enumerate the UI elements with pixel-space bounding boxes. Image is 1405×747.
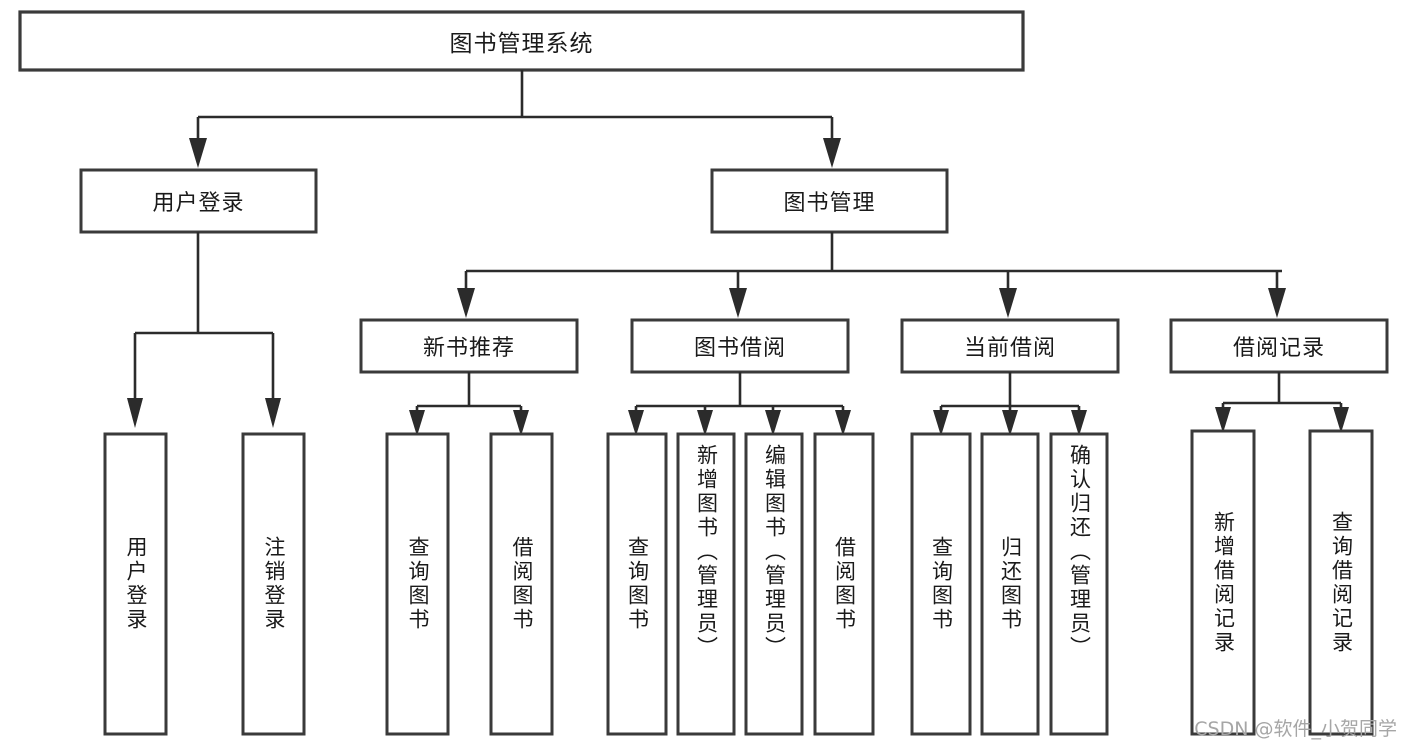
arrowhead-user-login — [189, 138, 207, 168]
node-current-borrow-box[interactable] — [900, 318, 1120, 374]
arrowhead-borrow-leaf-2 — [697, 410, 713, 436]
node-root-box[interactable] — [18, 10, 1025, 72]
node-user-login-box[interactable] — [79, 168, 318, 234]
leaf-box-record-add[interactable] — [1190, 429, 1256, 736]
arrowhead-borrow-leaf-3 — [765, 410, 781, 436]
arrowhead-current-leaf-2 — [1002, 410, 1018, 436]
leaf-box-borrow-edit-book[interactable] — [744, 432, 804, 736]
leaf-box-current-return-book[interactable] — [980, 432, 1040, 736]
node-new-book-recommend-box[interactable] — [359, 318, 579, 374]
node-borrow-record-box[interactable] — [1169, 318, 1389, 374]
arrowhead-borrow-leaf-4 — [835, 410, 851, 436]
node-book-borrow-box[interactable] — [630, 318, 850, 374]
arrowhead-book-borrow — [729, 288, 747, 318]
arrowhead-new-book-recommend — [457, 288, 475, 318]
leaf-box-borrow-add-book[interactable] — [676, 432, 736, 736]
leaf-box-borrow-borrow-book[interactable] — [813, 432, 875, 736]
arrowhead-recommend-leaf-2 — [513, 410, 529, 436]
leaf-box-recommend-query-book[interactable] — [385, 432, 450, 736]
arrowhead-book-mgmt — [823, 138, 841, 168]
arrowhead-record-leaf-1 — [1215, 407, 1231, 433]
arrowhead-record-leaf-2 — [1333, 407, 1349, 433]
arrowhead-borrow-record — [1268, 288, 1286, 318]
leaf-box-current-query-book[interactable] — [910, 432, 972, 736]
leaf-box-current-confirm-return[interactable] — [1049, 432, 1109, 736]
leaf-box-borrow-query-book[interactable] — [606, 432, 668, 736]
arrowhead-current-leaf-1 — [933, 410, 949, 436]
node-book-mgmt-box[interactable] — [710, 168, 949, 234]
arrowhead-recommend-leaf-1 — [409, 410, 425, 436]
arrowhead-current-leaf-3 — [1071, 410, 1087, 436]
leaf-box-recommend-borrow-book[interactable] — [489, 432, 554, 736]
leaf-box-user-login[interactable] — [103, 432, 168, 736]
arrowhead-borrow-leaf-1 — [628, 410, 644, 436]
arrowhead-leaf-logout — [265, 398, 281, 428]
leaf-box-record-query[interactable] — [1308, 429, 1374, 736]
leaf-box-logout[interactable] — [241, 432, 306, 736]
arrowhead-leaf-user-login — [127, 398, 143, 428]
arrowhead-current-borrow — [999, 288, 1017, 318]
